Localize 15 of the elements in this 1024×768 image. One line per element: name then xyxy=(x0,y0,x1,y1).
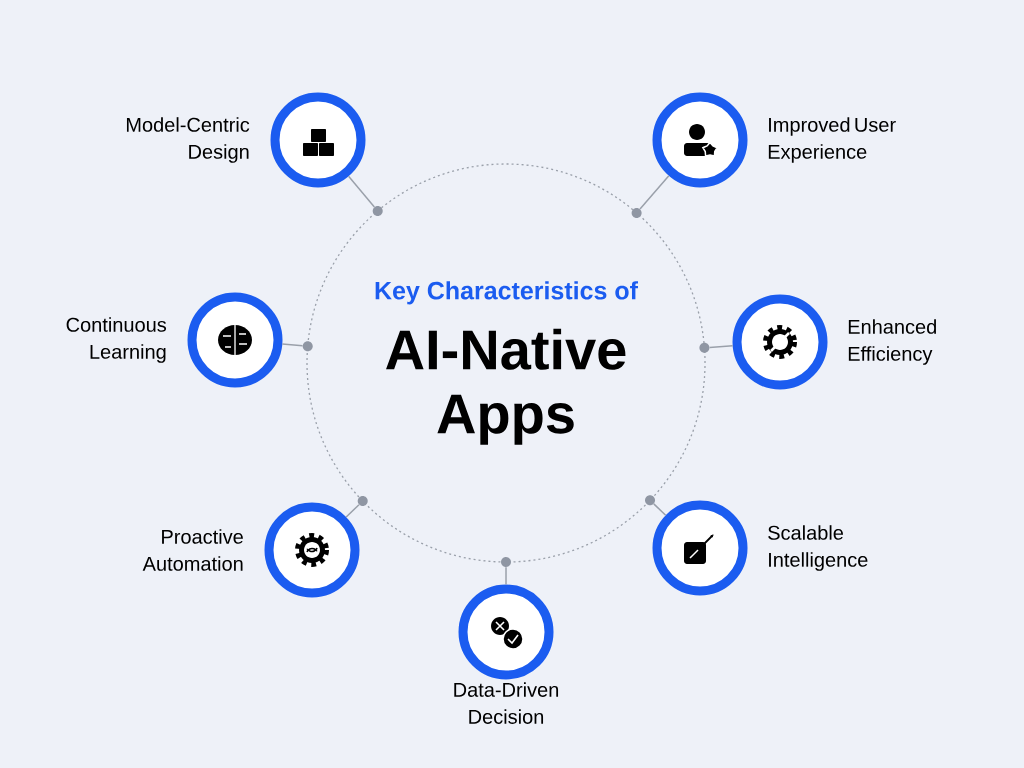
connector-line xyxy=(653,503,667,516)
characteristic-label: Proactive Automation xyxy=(142,529,243,571)
icon-circle xyxy=(458,584,554,680)
connector-line xyxy=(505,566,507,586)
characteristic-label: Improved User Experience xyxy=(768,117,896,163)
characteristic-label: Enhanced Efficiency xyxy=(848,319,936,365)
connector-line xyxy=(345,503,360,518)
characteristic-label: Scalable Intelligence xyxy=(768,525,868,571)
connector-line xyxy=(708,344,734,349)
characteristic-label: Continuous Learning xyxy=(66,317,167,363)
connector-line xyxy=(639,175,670,210)
characteristic-label: Model-Centric Design xyxy=(126,117,250,163)
characteristic-label: Data-Driven Decision xyxy=(454,682,559,724)
connector-line xyxy=(347,175,376,208)
connector-line xyxy=(281,343,304,347)
